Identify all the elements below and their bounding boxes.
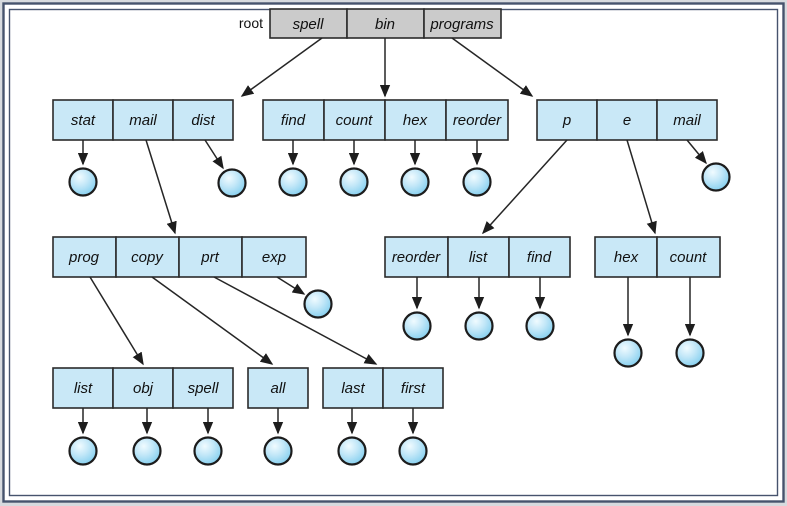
file-circle-mail2 bbox=[701, 162, 731, 192]
dir-cell-rect bbox=[594, 236, 658, 278]
dir-cell-count: count bbox=[336, 112, 374, 129]
arrow-spell-to-children bbox=[240, 37, 323, 97]
dir-cell-find: find bbox=[281, 112, 306, 129]
dir-cell-rect bbox=[322, 367, 384, 409]
dir-cell-rect bbox=[323, 99, 386, 141]
dir-cell-first: first bbox=[401, 380, 426, 397]
dir-cell-rect bbox=[178, 236, 243, 278]
dir-box-bin-children: find count hex reorder bbox=[262, 99, 509, 141]
dir-cell-rect bbox=[445, 99, 509, 141]
dir-box-e-children: hex count bbox=[594, 236, 721, 278]
dir-cell-rect bbox=[656, 99, 718, 141]
dir-cell-list2: list bbox=[469, 249, 488, 266]
dir-cell-rect bbox=[262, 99, 325, 141]
dir-cell-rect bbox=[112, 99, 174, 141]
dir-box-spell-children: stat mail dist bbox=[52, 99, 234, 141]
dir-cell-programs: programs bbox=[429, 16, 494, 33]
dir-cell-rect bbox=[247, 367, 309, 409]
file-circle-list2 bbox=[464, 311, 494, 341]
dir-cell-stat: stat bbox=[71, 112, 96, 129]
dir-cell-e: e bbox=[623, 112, 631, 129]
file-circle-hex bbox=[400, 167, 430, 197]
dir-cell-rect bbox=[269, 8, 348, 39]
dir-cell-rect bbox=[172, 367, 234, 409]
dir-cell-reorder2: reorder bbox=[392, 249, 441, 266]
dir-cell-list3: list bbox=[74, 380, 93, 397]
dir-box-copy-children: all bbox=[247, 367, 309, 409]
file-circle-dist bbox=[217, 168, 247, 198]
file-circle-stat bbox=[68, 167, 98, 197]
dir-box-p-children: reorder list find bbox=[384, 236, 571, 278]
file-circle-last bbox=[337, 436, 367, 466]
dir-cell-rect bbox=[536, 99, 598, 141]
dir-cell-mail2: mail bbox=[673, 112, 701, 129]
arrow-e-to-children bbox=[626, 139, 657, 235]
dir-cell-rect bbox=[115, 236, 180, 278]
file-circle-find bbox=[278, 167, 308, 197]
root-label: root bbox=[239, 15, 263, 31]
dir-cell-spell: spell bbox=[293, 16, 325, 33]
dir-cell-bin: bin bbox=[375, 16, 395, 33]
dir-cell-rect bbox=[423, 8, 502, 39]
file-circle-spell2 bbox=[193, 436, 223, 466]
dir-cell-copy: copy bbox=[131, 249, 164, 266]
dir-cell-prog: prog bbox=[68, 249, 100, 266]
dir-box-root: spell bin programs bbox=[269, 8, 502, 39]
arrow-dist-to-file bbox=[204, 139, 224, 170]
dir-cell-p: p bbox=[562, 112, 571, 129]
arrow-p-to-children bbox=[481, 139, 568, 235]
file-circle-count2 bbox=[675, 338, 705, 368]
dir-cell-mail: mail bbox=[129, 112, 157, 129]
dir-cell-count2: count bbox=[670, 249, 708, 266]
arrow-prog-to-children bbox=[89, 276, 144, 366]
file-circle-all bbox=[263, 436, 293, 466]
file-circle-find2 bbox=[525, 311, 555, 341]
dir-cell-find2: find bbox=[527, 249, 552, 266]
dir-cell-hex2: hex bbox=[614, 249, 639, 266]
arrow-copy-to-children bbox=[151, 276, 274, 365]
file-circle-exp bbox=[303, 289, 333, 319]
dir-cell-all: all bbox=[270, 380, 286, 397]
dir-cell-rect bbox=[656, 236, 721, 278]
arrow-mail2-to-file bbox=[686, 139, 707, 165]
file-circle-hex2 bbox=[613, 338, 643, 368]
file-nodes bbox=[68, 162, 731, 466]
file-circle-first bbox=[398, 436, 428, 466]
dir-cell-rect bbox=[241, 236, 307, 278]
dir-box-prog-children: list obj spell bbox=[52, 367, 234, 409]
tree-edges bbox=[77, 37, 707, 435]
dir-cell-obj: obj bbox=[133, 380, 154, 397]
dir-cell-last: last bbox=[341, 380, 365, 397]
dir-cell-spell2: spell bbox=[188, 380, 220, 397]
arrow-programs-to-children bbox=[451, 37, 534, 97]
arrow-mail-to-children bbox=[145, 139, 177, 235]
dir-cell-reorder: reorder bbox=[453, 112, 502, 129]
arrow-prt-to-children bbox=[213, 276, 378, 365]
dir-cell-hex: hex bbox=[403, 112, 428, 129]
dir-cell-prt: prt bbox=[200, 249, 219, 266]
file-circle-reorder2 bbox=[402, 311, 432, 341]
file-circle-obj bbox=[132, 436, 162, 466]
dir-cell-rect bbox=[172, 99, 234, 141]
file-circle-count bbox=[339, 167, 369, 197]
dir-cell-dist: dist bbox=[191, 112, 215, 129]
dir-box-mail-children: prog copy prt exp bbox=[52, 236, 307, 278]
file-circle-list3 bbox=[68, 436, 98, 466]
dir-cell-rect bbox=[447, 236, 510, 278]
arrow-exp-to-file bbox=[276, 276, 306, 295]
dir-cell-exp: exp bbox=[262, 249, 286, 266]
file-circle-reorder bbox=[462, 167, 492, 197]
dir-box-programs-children: p e mail bbox=[536, 99, 718, 141]
dir-box-prt-children: last first bbox=[322, 367, 444, 409]
